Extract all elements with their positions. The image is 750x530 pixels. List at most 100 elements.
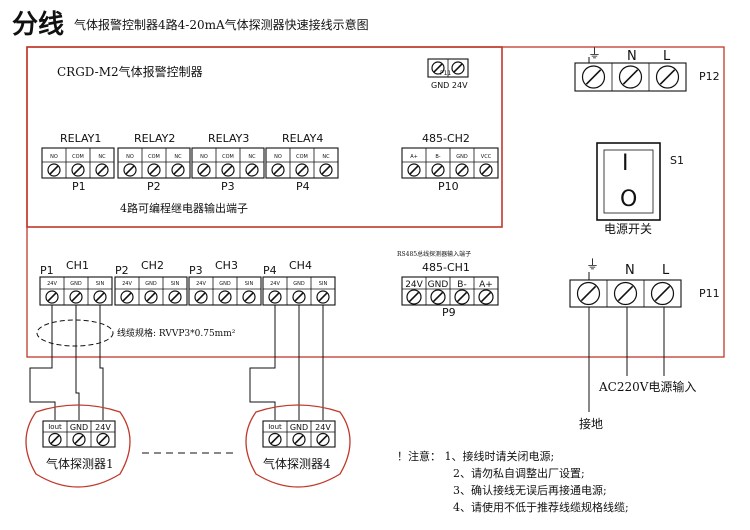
p11-block-screw-3 [650, 281, 675, 306]
relay1-com-label: COM [72, 154, 84, 160]
relay2-block-screw-2-slot [149, 165, 159, 175]
p11-plug: P11 [699, 287, 720, 300]
rs485-ch1-block-screw-1 [406, 289, 422, 305]
ch4-block-screw-3-slot [318, 292, 328, 302]
ch1-wire-1 [29, 305, 56, 420]
notes: ！注意： 1、接线时请关闭电源; 2、请勿私自调整出厂设置; 3、确认接线无误后… [397, 448, 629, 516]
rs485-ch2-vcc-label: VCC [480, 154, 492, 160]
det4-24v-label: 24V [315, 423, 331, 432]
switch-caption: 电源开关 [604, 222, 653, 236]
relay4-block-frame [265, 147, 339, 179]
detector1-terminals-screw-3-slot [98, 435, 108, 444]
ground-label: 接地 [579, 417, 604, 431]
controller-name: CRGD-M2气体报警控制器 [57, 65, 203, 79]
controller-outline [26, 46, 503, 228]
p11-block-screw-1-slot [580, 285, 597, 302]
detector4-terminals-screw-2 [292, 432, 306, 447]
relay3-nc-label: NC [248, 154, 256, 160]
relay2-block-frame [117, 147, 191, 179]
relay4-block-screw-3 [319, 163, 333, 177]
relay3-block-screw-2-slot [223, 165, 233, 175]
ch3-block-screw-1-slot [196, 292, 206, 302]
relay4-no-label: NO [274, 154, 282, 160]
note-4: 4、请使用不低于推荐线缆规格线缆; [453, 501, 629, 514]
rs485-ch1-block-screw-4-slot [480, 291, 492, 303]
relay2-no-label: NO [126, 154, 134, 160]
relay2-block-screw-2 [147, 163, 161, 177]
relay4-plug: P4 [296, 180, 310, 193]
ch2-block-screw-1 [120, 290, 134, 304]
detector1-terminals-screw-2-slot [74, 435, 84, 444]
detector4-terminals-frame [262, 420, 336, 448]
switch-off-label: O [620, 187, 638, 212]
detector4-terminals-screw-2-slot [294, 435, 304, 444]
page-title: 分线 [12, 10, 65, 40]
ch4-wire-1 [249, 305, 276, 420]
ch2-block-screw-1-slot [122, 292, 132, 302]
p12-block-frame [574, 62, 687, 92]
rs485-ch1-24v-label: 24V [405, 280, 423, 290]
det1-gnd-label: GND [69, 423, 89, 432]
relay1-header: RELAY1 [60, 132, 102, 145]
detector4-terminals-screw-3-slot [318, 435, 328, 444]
ch3-block-frame [188, 276, 262, 306]
p11-block-screw-1 [576, 281, 601, 306]
relay1-block-screw-3 [95, 163, 109, 177]
detector4-name: 气体探测器4 [263, 457, 331, 471]
relay3-com-label: COM [222, 154, 234, 160]
ch1-gnd-label: GND [70, 281, 82, 287]
ch4-24v-label: 24V [270, 281, 280, 287]
relay1-block-screw-1 [47, 163, 61, 177]
ch3-block-screw-3 [242, 290, 256, 304]
ch3-24v-label: 24V [196, 281, 206, 287]
relay4-block-screw-1 [271, 163, 285, 177]
rs485-ch1-block-screw-2 [430, 289, 446, 305]
relay4-header: RELAY4 [282, 132, 324, 145]
p11-block-screw-2 [613, 281, 638, 306]
ch3-name: CH3 [215, 259, 238, 272]
ch3-block-screw-2 [218, 290, 232, 304]
rs485-ch1-gnd-label: GND [427, 280, 449, 290]
ch1-wire-3 [99, 305, 104, 420]
ch2-block-frame [114, 276, 188, 306]
p11-small-plug: P11 [440, 70, 452, 77]
rs485-ch2-block-screw-3 [455, 163, 469, 177]
ch4-block-screw-1-slot [270, 292, 280, 302]
ch3-block-screw-1 [194, 290, 208, 304]
switch-body [596, 142, 661, 221]
ch3-plug: P3 [189, 264, 203, 277]
p12-l-label: L [663, 49, 671, 64]
p11-small-block-screw-1 [431, 61, 445, 75]
rs485-ch2-gnd-label: GND [456, 154, 468, 160]
ch3-sin-label: SIN [244, 281, 254, 287]
ch2-block-screw-2 [144, 290, 158, 304]
relay4-block-screw-1-slot [273, 165, 283, 175]
det1-24v-label: 24V [95, 423, 111, 432]
detector4-terminals-screw-1-slot [270, 435, 280, 444]
relay1-block-screw-2-slot [73, 165, 83, 175]
ch2-plug: P2 [115, 264, 129, 277]
ch1-block-screw-2-slot [71, 292, 81, 302]
relay1-plug: P1 [72, 180, 86, 193]
relay4-com-label: COM [296, 154, 308, 160]
relay-block-caption: 4路可编程继电器输出端子 [120, 202, 248, 215]
relay4-block-screw-2 [295, 163, 309, 177]
rs485-ch1-header: 485-CH1 [422, 261, 470, 274]
note-3: 3、确认接线无误后再接通电源; [453, 484, 607, 497]
outlines [26, 46, 725, 358]
relay2-block-screw-1 [123, 163, 137, 177]
cable-bundle-ellipse [36, 319, 114, 347]
relay2-block-screw-1-slot [125, 165, 135, 175]
relay3-block-screw-2 [221, 163, 235, 177]
relay3-block-screw-3-slot [247, 165, 257, 175]
ch1-block-screw-1-slot [47, 292, 57, 302]
rs485-ch2-block-screw-4 [479, 163, 493, 177]
switch-on-label: I [622, 151, 629, 176]
ch1-block-screw-3 [93, 290, 107, 304]
ch1-plug: P1 [40, 264, 54, 277]
ch2-name: CH2 [141, 259, 164, 272]
ch1-24v-label: 24V [47, 281, 57, 287]
ch4-sin-label: SIN [318, 281, 328, 287]
p11-small-block-screw-2-slot [453, 63, 463, 73]
rs485-ch2-block-screw-2-slot [433, 165, 443, 175]
